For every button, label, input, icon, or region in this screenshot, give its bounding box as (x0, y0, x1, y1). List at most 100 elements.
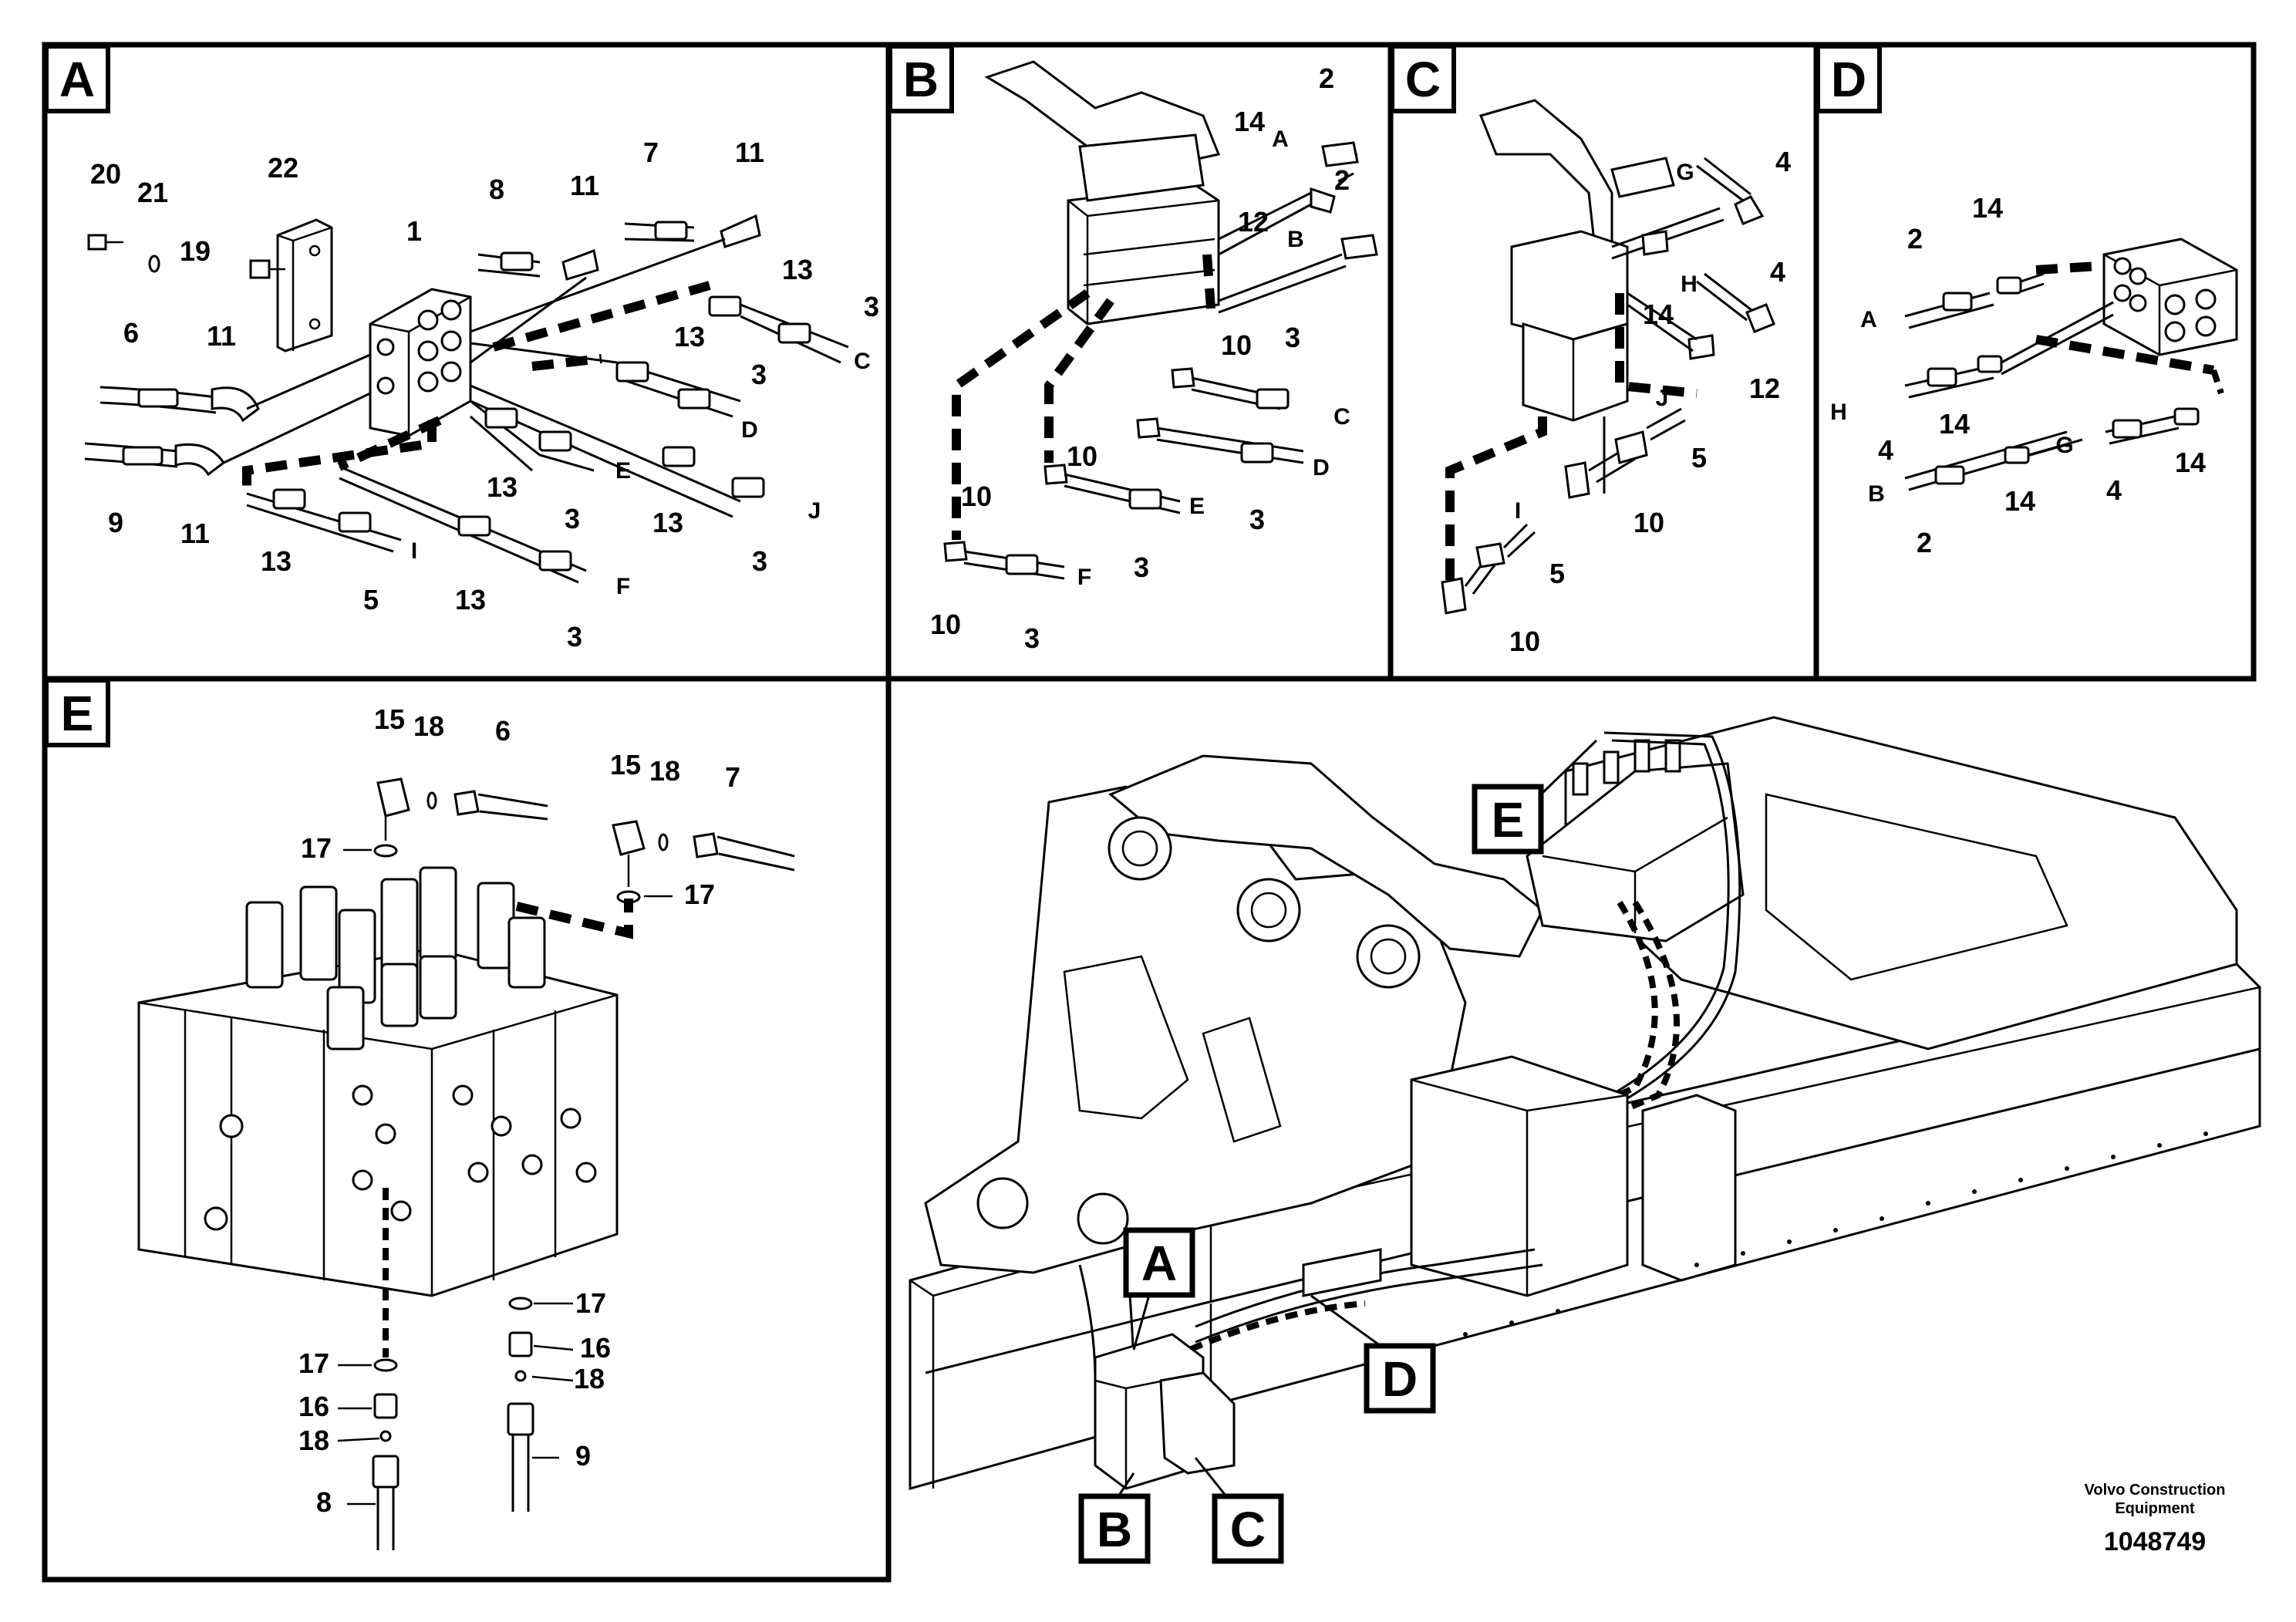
callout-label: 3 (1134, 551, 1149, 583)
callout-label: 19 (180, 235, 211, 267)
callout-label: 4 (2106, 474, 2122, 506)
callout-label: 10 (1067, 440, 1097, 472)
panel-a-tag: A (44, 44, 110, 113)
callout-label: 2 (1319, 62, 1334, 94)
callout-label: 3 (567, 621, 582, 653)
callout-label: Equipment (2115, 1500, 2195, 1517)
panel-d-drawing: 14 2 A H 4 14 G 4 14 B 14 4 2 (1830, 192, 2238, 558)
callout-label: Volvo Construction (2085, 1482, 2226, 1499)
panel-c-drawing: G 4 14 H 4 12 J 5 I 10 5 10 (1441, 99, 1791, 657)
callout-label: 17 (575, 1287, 606, 1319)
callout-label: 18 (298, 1425, 329, 1456)
callout-label: J (808, 498, 821, 524)
callout-label: 13 (261, 545, 292, 577)
callout-label: 10 (1221, 329, 1252, 361)
callout-label: A (59, 52, 95, 107)
callout-label: 4 (1775, 146, 1791, 177)
callout-label: B (1287, 227, 1304, 252)
callout-label: 2 (1907, 223, 1923, 255)
callout-label: C (1333, 404, 1350, 430)
callout-label: A (1272, 126, 1289, 152)
callout-label: C (1405, 52, 1441, 107)
callout-label: 3 (751, 359, 767, 390)
callout-label: 21 (137, 177, 168, 208)
callout-label: 1 (406, 215, 422, 247)
callout-label: 12 (1238, 206, 1269, 238)
callout-label: 10 (1633, 507, 1664, 538)
panel-frames (42, 42, 2257, 1583)
callout-label: 11 (735, 137, 764, 168)
callout-label: D (1382, 1351, 1418, 1407)
panel-a-drawing: 20 21 22 19 1 8 11 7 11 13 3 C 6 11 13 3… (84, 137, 879, 653)
callout-label: A (1860, 307, 1877, 332)
callout-label: 14 (2004, 485, 2035, 517)
overview-callout-e: E (1472, 739, 1598, 855)
overview-callout-b: B (1078, 1472, 1151, 1564)
callout-label: 8 (489, 174, 504, 205)
callout-label: A (1141, 1236, 1177, 1291)
callout-label: E (1492, 792, 1525, 848)
panel-b-tag: B (888, 44, 954, 113)
callout-label: E (615, 458, 631, 484)
callout-label: 17 (298, 1347, 329, 1379)
callout-label: 15 (610, 749, 641, 781)
panel-d-tag: D (1816, 44, 1882, 113)
document-number: 1048749 (2104, 1527, 2206, 1556)
callout-label: E (61, 686, 94, 741)
callout-label: 12 (1749, 373, 1780, 404)
callout-label: 11 (180, 518, 210, 549)
callout-label: 2 (1917, 527, 1932, 558)
overview-callout-d: D (1310, 1294, 1436, 1414)
callout-label: F (616, 574, 630, 599)
callout-label: 17 (684, 878, 715, 910)
callout-label: 14 (2175, 447, 2206, 478)
callout-label: G (2055, 433, 2073, 458)
callout-label: 14 (1939, 408, 1970, 440)
callout-label: I (1515, 498, 1521, 524)
callout-label: D (1831, 52, 1866, 107)
callout-label: 14 (1972, 192, 2003, 224)
callout-label: 3 (565, 503, 580, 534)
overview-drawing (909, 716, 2261, 1490)
callout-label: 3 (1024, 622, 1040, 654)
overview-callout-a: A (1123, 1227, 1195, 1351)
callout-label: B (1097, 1502, 1132, 1557)
callout-label: 3 (1249, 504, 1265, 535)
callout-label: 18 (413, 710, 444, 742)
callout-label: 15 (374, 703, 405, 735)
callout-label: 11 (207, 320, 236, 352)
panel-e-tag: E (44, 678, 110, 747)
callout-label: 13 (782, 254, 813, 285)
overview-callout-c: C (1194, 1457, 1284, 1564)
callout-label: C (1230, 1502, 1266, 1557)
callout-label: H (1681, 271, 1698, 297)
callout-label: 5 (1549, 558, 1565, 589)
callout-label: 6 (495, 715, 511, 747)
callout-label: 9 (108, 507, 123, 538)
callout-label: 5 (1691, 442, 1707, 474)
callout-label: 4 (1878, 434, 1893, 466)
callout-label: I (411, 538, 417, 564)
callout-label: 22 (268, 152, 298, 184)
callout-label: 13 (455, 584, 486, 615)
callout-label: 3 (1285, 322, 1300, 353)
callout-label: 17 (301, 832, 332, 864)
callout-label: 3 (752, 545, 767, 577)
callout-label: 2 (1334, 164, 1350, 196)
callout-label: 6 (123, 317, 139, 349)
callout-label: G (1676, 160, 1694, 185)
panel-c-tag: C (1390, 44, 1456, 113)
callout-label: 7 (643, 137, 659, 168)
callout-label: 10 (1509, 626, 1540, 657)
callout-label: 8 (316, 1486, 332, 1518)
callout-label: J (1656, 386, 1669, 411)
callout-label: 3 (864, 291, 879, 322)
callout-label: 13 (487, 471, 518, 503)
callout-label: 18 (649, 755, 680, 787)
callout-label: D (741, 417, 758, 443)
callout-label: 4 (1770, 256, 1785, 288)
callout-label: 20 (90, 158, 121, 190)
callout-label: 11 (570, 170, 599, 201)
callout-label: B (903, 52, 939, 107)
callout-label: 13 (674, 321, 705, 352)
